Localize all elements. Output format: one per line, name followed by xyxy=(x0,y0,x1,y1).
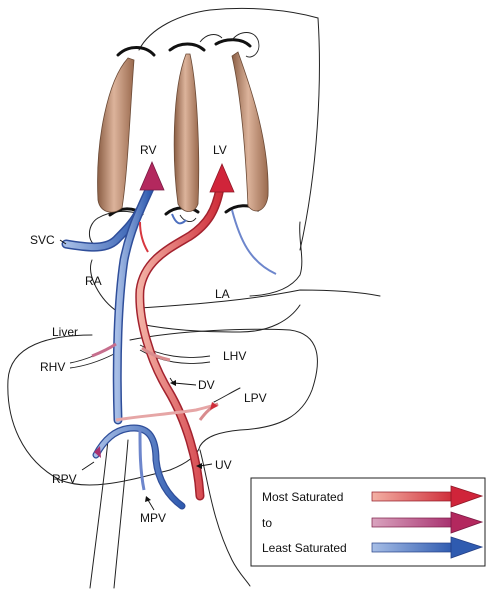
label-ra: RA xyxy=(85,274,102,288)
legend-to-label: to xyxy=(262,516,272,530)
label-la: LA xyxy=(215,287,230,301)
rv-arrowhead xyxy=(139,160,165,191)
legend-arrow-least xyxy=(371,536,484,559)
label-mpv: MPV xyxy=(140,511,166,525)
legend-arrow-most xyxy=(371,485,484,508)
leader-lines xyxy=(59,239,213,511)
papillary-muscles xyxy=(97,51,269,213)
label-rhv: RHV xyxy=(40,360,65,374)
legend-least-label: Least Saturated xyxy=(262,541,347,555)
label-liver: Liver xyxy=(52,325,78,339)
label-uv: UV xyxy=(215,458,232,472)
label-lv: LV xyxy=(213,143,227,157)
label-lpv: LPV xyxy=(244,391,267,405)
legend-arrow-intermediate xyxy=(371,511,484,534)
vessels xyxy=(61,183,277,510)
legend-most-label: Most Saturated xyxy=(262,490,343,504)
label-rv: RV xyxy=(140,143,156,157)
label-lhv: LHV xyxy=(223,349,246,363)
label-dv: DV xyxy=(198,378,215,392)
label-rpv: RPV xyxy=(52,472,77,486)
legend: Most Saturated to Least Saturated xyxy=(250,477,486,567)
label-svc: SVC xyxy=(30,233,55,247)
lv-arrowhead xyxy=(209,162,235,193)
